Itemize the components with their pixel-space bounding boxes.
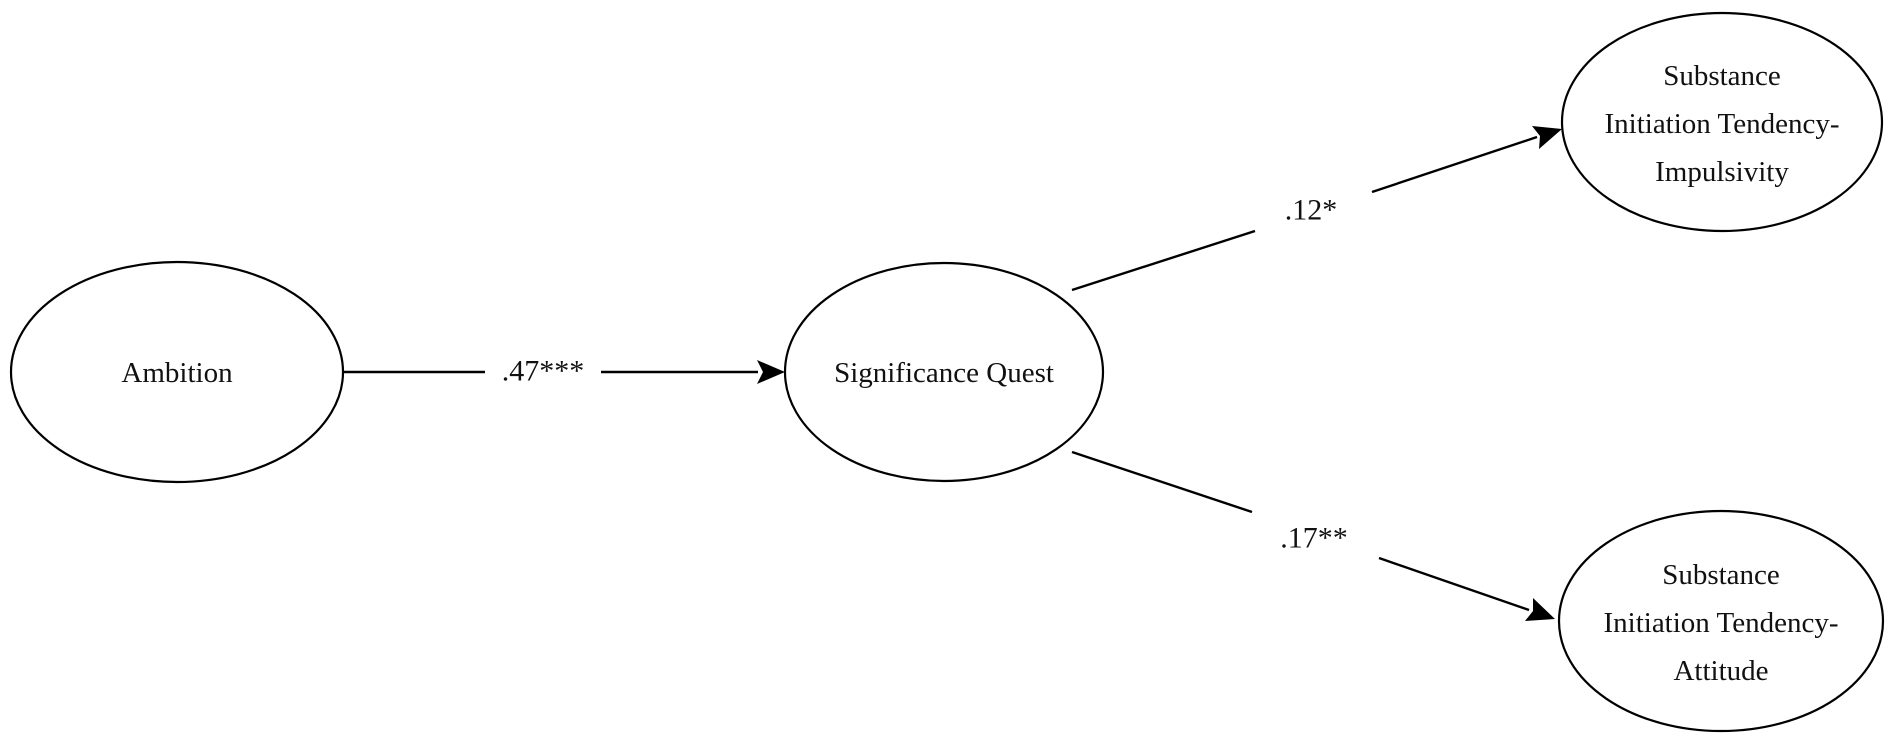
arrow-head <box>1532 126 1562 149</box>
node-label-line-1: Substance <box>1662 559 1780 591</box>
node-ambition: Ambition <box>9 260 345 484</box>
node-label-significance-quest: Significance Quest <box>834 357 1054 389</box>
edge-significance-quest-to-attitude: .17** <box>1071 450 1555 621</box>
edge-label-sq-attitude: .17** <box>1280 522 1348 555</box>
node-ellipse <box>9 260 345 484</box>
edge-significance-quest-to-impulsivity: .12* <box>1071 126 1562 292</box>
node-attitude: Substance Initiation Tendency- Attitude <box>1557 509 1885 733</box>
arrow-head <box>757 360 785 384</box>
edge-label-sq-impulsivity: .12* <box>1285 194 1338 227</box>
arrow-head <box>1525 598 1555 621</box>
node-label-line-1: Substance <box>1663 60 1781 92</box>
edge-line-segment <box>1071 229 1256 292</box>
edge-line-segment <box>1071 450 1253 514</box>
node-label-line-3: Impulsivity <box>1655 156 1789 188</box>
node-label-line-2: Initiation Tendency- <box>1604 108 1839 140</box>
node-ellipse <box>1557 509 1885 733</box>
node-label-line-3: Attitude <box>1673 655 1768 687</box>
edge-line-segment <box>1378 556 1530 612</box>
node-label-line-2: Initiation Tendency- <box>1603 607 1838 639</box>
node-ellipse <box>783 261 1105 483</box>
edge-label-ambition-sq: .47*** <box>502 355 585 388</box>
edge-line-segment <box>1371 135 1538 194</box>
node-impulsivity: Substance Initiation Tendency- Impulsivi… <box>1560 11 1884 233</box>
edge-ambition-to-significance-quest: .47*** <box>343 355 785 388</box>
node-ellipse <box>1560 11 1884 233</box>
node-label-ambition: Ambition <box>121 357 233 389</box>
node-significance-quest: Significance Quest <box>783 261 1105 483</box>
